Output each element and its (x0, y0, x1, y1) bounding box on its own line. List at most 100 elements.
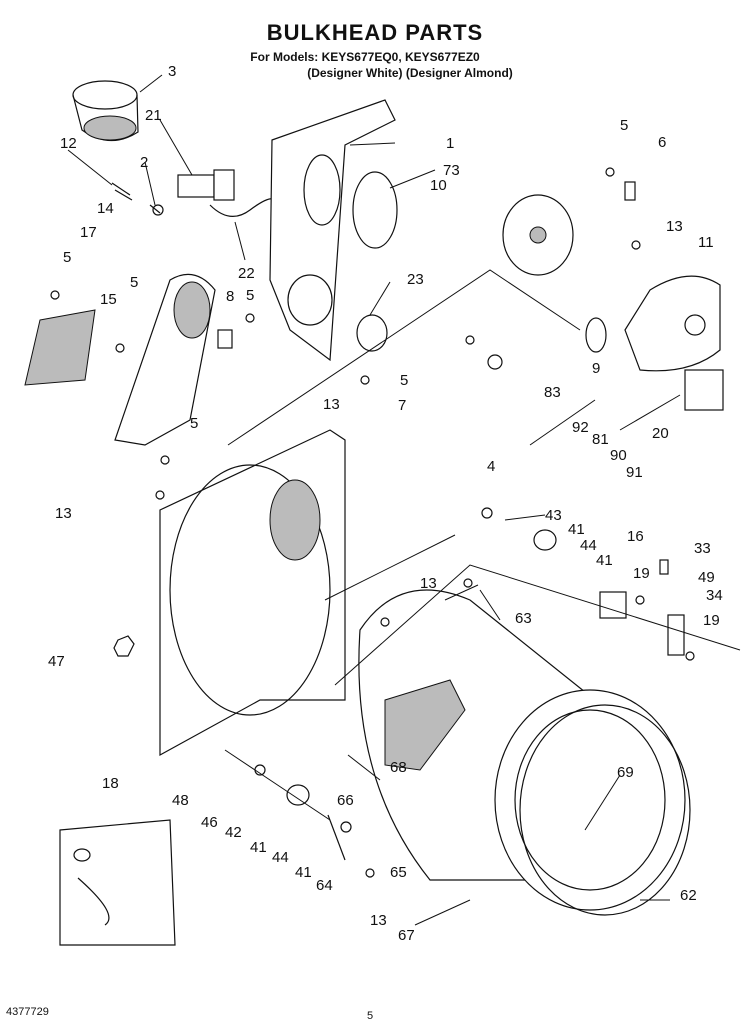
callout: 13 (666, 218, 683, 235)
part-48-front-bulkhead (159, 429, 346, 757)
callout: 68 (390, 759, 407, 776)
callout-labels: 3 21 12 2 14 17 5 15 5 8 5 1 73 22 23 5 … (48, 63, 723, 944)
callout: 19 (703, 612, 720, 629)
part-68-baffle (384, 679, 466, 771)
callout: 41 (596, 552, 613, 569)
part-23-ring (356, 314, 388, 352)
callout: 19 (633, 565, 650, 582)
callout: 20 (652, 425, 669, 442)
callout: 9 (592, 360, 600, 377)
callout: 8 (226, 288, 234, 305)
callout: 22 (238, 265, 255, 282)
callout: 21 (145, 107, 162, 124)
callout: 1 (446, 135, 454, 152)
callout: 49 (698, 569, 715, 586)
callout: 69 (617, 764, 634, 781)
callout: 62 (680, 887, 697, 904)
assembly-lines (224, 269, 741, 821)
part-65-washer (340, 821, 352, 833)
callout: 3 (168, 63, 176, 80)
callout: 81 (592, 431, 609, 448)
leader-lines (67, 74, 681, 926)
part-18-wire-tie (59, 819, 176, 946)
callout: 11 (698, 234, 714, 251)
callout: 92 (572, 419, 589, 436)
callout: 13 (370, 912, 387, 929)
callout: 12 (60, 135, 77, 152)
callout: 13 (420, 575, 437, 592)
callout: 13 (323, 396, 340, 413)
part-44-roller-lower (286, 784, 310, 806)
part-67-drum (358, 589, 686, 911)
part-44-roller (533, 529, 557, 551)
callout: 34 (706, 587, 723, 604)
callout: 46 (201, 814, 218, 831)
part-22-harness (209, 198, 276, 217)
part-4-washer (481, 507, 493, 519)
part-1-rear-panel (269, 99, 396, 362)
callout: 13 (55, 505, 72, 522)
part-10-blower-wheel (502, 194, 574, 276)
callout: 67 (398, 927, 415, 944)
callout: 7 (398, 397, 406, 414)
part-73-seal (352, 171, 398, 249)
callout: 44 (580, 537, 597, 554)
part-11-blower-housing (624, 275, 721, 372)
part-6-bracket (624, 181, 636, 201)
part-62-belt (519, 704, 691, 916)
callout: 15 (100, 291, 117, 308)
part-7-sensor (487, 354, 503, 370)
callout: 33 (694, 540, 711, 557)
callout: 63 (515, 610, 532, 627)
part-47-nut (113, 635, 135, 657)
part-17-lint-screen (24, 309, 96, 386)
callout: 5 (190, 415, 198, 432)
part-33-fuse (659, 559, 669, 575)
part-9-seal (585, 317, 607, 353)
part-14-duct-cover (114, 273, 216, 446)
part-8-switch (217, 329, 233, 349)
callout: 5 (130, 274, 138, 291)
callout: 23 (407, 271, 424, 288)
page-title: BULKHEAD PARTS (266, 20, 484, 45)
callout: 18 (102, 775, 119, 792)
part-2-screw (149, 204, 164, 216)
callout: 48 (172, 792, 189, 809)
callout: 65 (390, 864, 407, 881)
callout: 17 (80, 224, 97, 241)
callout: 90 (610, 447, 627, 464)
callout: 5 (63, 249, 71, 266)
callout: 73 (443, 162, 460, 179)
part-16-switch (599, 591, 627, 619)
callout: 66 (337, 792, 354, 809)
callout: 10 (430, 177, 447, 194)
variants-line: (Designer White) (Designer Almond) (307, 66, 513, 80)
callout: 2 (140, 154, 148, 171)
part-21-bracket (177, 169, 235, 201)
part-20-label (684, 369, 724, 411)
part-34-bracket (667, 614, 685, 656)
screws (50, 167, 695, 878)
callout: 43 (545, 507, 562, 524)
page-number: 5 (367, 1010, 374, 1022)
callout: 5 (620, 117, 628, 134)
callout: 5 (400, 372, 408, 389)
callout: 16 (627, 528, 644, 545)
callout: 41 (568, 521, 585, 538)
callout: 41 (250, 839, 267, 856)
callout: 4 (487, 458, 495, 475)
part-12-clip (111, 182, 133, 201)
models-line: For Models: KEYS677EQ0, KEYS677EZ0 (250, 50, 480, 64)
callout: 83 (544, 384, 561, 401)
doc-number: 4377729 (6, 1006, 49, 1018)
callout: 64 (316, 877, 333, 894)
part-3-exhaust-duct (72, 80, 139, 142)
callout: 44 (272, 849, 289, 866)
callout: 41 (295, 864, 312, 881)
callout: 6 (658, 134, 666, 151)
callout: 5 (246, 287, 254, 304)
part-64-support (327, 814, 346, 861)
callout: 14 (97, 200, 114, 217)
callout: 91 (626, 464, 643, 481)
